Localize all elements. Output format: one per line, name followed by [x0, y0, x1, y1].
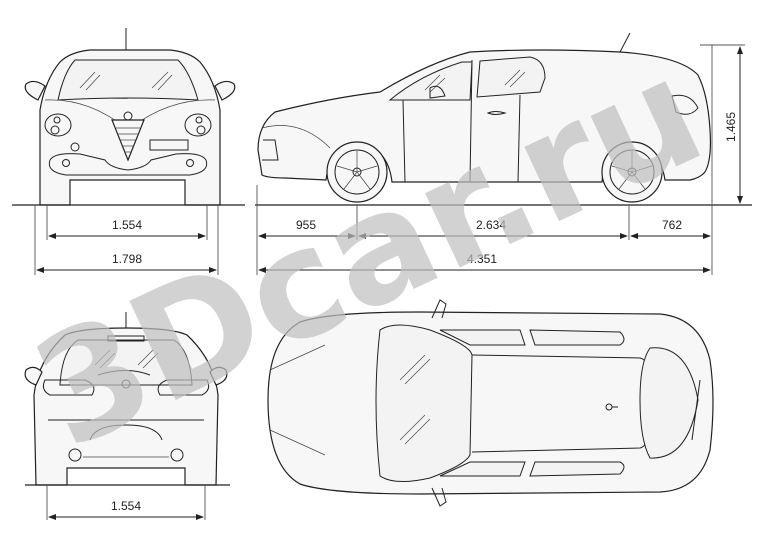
rear-window — [59, 339, 193, 386]
brake-light — [107, 335, 145, 342]
right-mirror — [214, 80, 236, 101]
top-side-window-right — [439, 461, 526, 477]
front-overhang-label: 955 — [296, 218, 316, 232]
front-wheel — [326, 141, 388, 203]
right-tail-light — [157, 379, 210, 396]
front-view — [24, 28, 236, 206]
wheelbase-label: 2.634 — [476, 218, 506, 232]
left-exhaust — [68, 448, 82, 462]
rear-wiper — [691, 379, 701, 441]
rear-side-window — [476, 56, 546, 98]
side-antenna — [619, 32, 631, 53]
rear-track-label: 1.554 — [111, 499, 141, 513]
overall-length-label: 4.351 — [467, 252, 497, 266]
left-headlight — [44, 113, 72, 137]
top-windshield — [375, 324, 473, 482]
rear-view — [24, 312, 228, 486]
front-side-window — [388, 61, 473, 101]
rear-left-mirror — [24, 366, 43, 386]
top-side-window-left — [439, 329, 526, 346]
overall-width-label: 1.798 — [112, 252, 142, 266]
rear-emblem — [121, 379, 131, 389]
side-mirror — [429, 85, 446, 99]
license-plate — [149, 139, 189, 151]
overall-height-label: 1.465 — [724, 112, 738, 142]
top-mirror-left — [431, 299, 447, 319]
logo-emblem — [123, 111, 133, 121]
side-view — [257, 32, 712, 203]
left-tail-light — [42, 379, 95, 396]
right-exhaust — [170, 448, 184, 462]
rear-overhang-label: 762 — [662, 218, 682, 232]
front-track-label: 1.554 — [112, 218, 142, 232]
tail-light — [671, 94, 699, 115]
windshield — [57, 59, 199, 101]
rear-wheel — [601, 141, 663, 203]
top-rear-window — [639, 347, 699, 459]
right-headlight — [184, 113, 212, 137]
top-view — [267, 299, 714, 507]
left-mirror — [24, 80, 46, 101]
top-mirror-right — [431, 487, 447, 507]
rear-right-mirror — [209, 366, 228, 386]
door-handle — [486, 111, 507, 115]
